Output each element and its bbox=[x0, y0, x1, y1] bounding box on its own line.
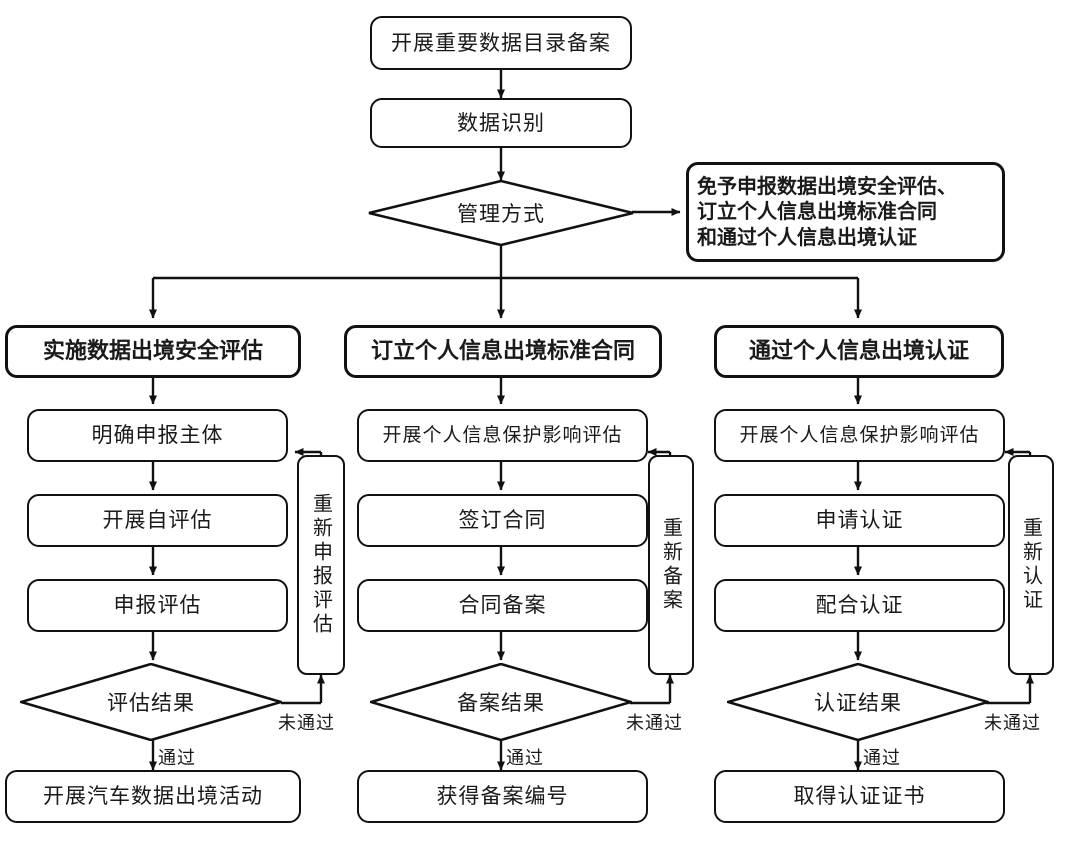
node-col1-step2[interactable]: 开展自评估 bbox=[27, 494, 288, 547]
exempt-line-1: 免予申报数据出境安全评估、 bbox=[697, 173, 957, 198]
node-col2-step1[interactable]: 开展个人信息保护影响评估 bbox=[357, 409, 648, 462]
node-col2-end[interactable]: 获得备案编号 bbox=[357, 770, 648, 823]
node-col3-end[interactable]: 取得认证证书 bbox=[714, 770, 1005, 823]
decision-col2-result[interactable]: 备案结果 bbox=[370, 663, 632, 741]
edge-label-col2-fail: 未通过 bbox=[626, 713, 683, 734]
node-col3-header[interactable]: 通过个人信息出境认证 bbox=[714, 325, 1004, 378]
edge-label-col1-pass: 通过 bbox=[158, 748, 196, 769]
node-exemption[interactable]: 免予申报数据出境安全评估、 订立个人信息出境标准合同 和通过个人信息出境认证 bbox=[686, 162, 1005, 262]
edge-label-col3-fail: 未通过 bbox=[984, 713, 1041, 734]
node-col2-loop[interactable]: 重新备案 bbox=[648, 455, 694, 675]
decision-label: 管理方式 bbox=[457, 202, 545, 226]
node-col1-loop[interactable]: 重新申报评估 bbox=[297, 455, 345, 675]
node-col1-step1[interactable]: 明确申报主体 bbox=[27, 409, 288, 462]
decision-col1-result[interactable]: 评估结果 bbox=[20, 663, 282, 741]
decision-col3-result[interactable]: 认证结果 bbox=[727, 663, 989, 741]
node-start[interactable]: 开展重要数据目录备案 bbox=[370, 16, 632, 70]
node-col2-step3[interactable]: 合同备案 bbox=[357, 579, 648, 632]
node-col3-step1[interactable]: 开展个人信息保护影响评估 bbox=[714, 409, 1005, 462]
node-col3-loop[interactable]: 重新认证 bbox=[1008, 455, 1054, 675]
node-col1-header[interactable]: 实施数据出境安全评估 bbox=[5, 325, 301, 378]
decision-label: 评估结果 bbox=[107, 691, 195, 715]
exempt-line-3: 和通过个人信息出境认证 bbox=[697, 224, 917, 249]
node-col3-step2[interactable]: 申请认证 bbox=[714, 494, 1005, 547]
exempt-line-2: 订立个人信息出境标准合同 bbox=[697, 199, 937, 224]
node-col3-step3[interactable]: 配合认证 bbox=[714, 579, 1005, 632]
node-col1-end[interactable]: 开展汽车数据出境活动 bbox=[5, 770, 301, 823]
node-col1-step3[interactable]: 申报评估 bbox=[27, 579, 288, 632]
edge-label-col3-pass: 通过 bbox=[863, 748, 901, 769]
decision-label: 备案结果 bbox=[457, 691, 545, 715]
edge-label-col1-fail: 未通过 bbox=[278, 713, 335, 734]
node-data-identification[interactable]: 数据识别 bbox=[370, 98, 632, 148]
decision-label: 认证结果 bbox=[814, 691, 902, 715]
node-col2-header[interactable]: 订立个人信息出境标准合同 bbox=[344, 325, 662, 378]
node-col2-step2[interactable]: 签订合同 bbox=[357, 494, 648, 547]
edge-label-col2-pass: 通过 bbox=[506, 748, 544, 769]
decision-management-mode[interactable]: 管理方式 bbox=[368, 180, 634, 246]
